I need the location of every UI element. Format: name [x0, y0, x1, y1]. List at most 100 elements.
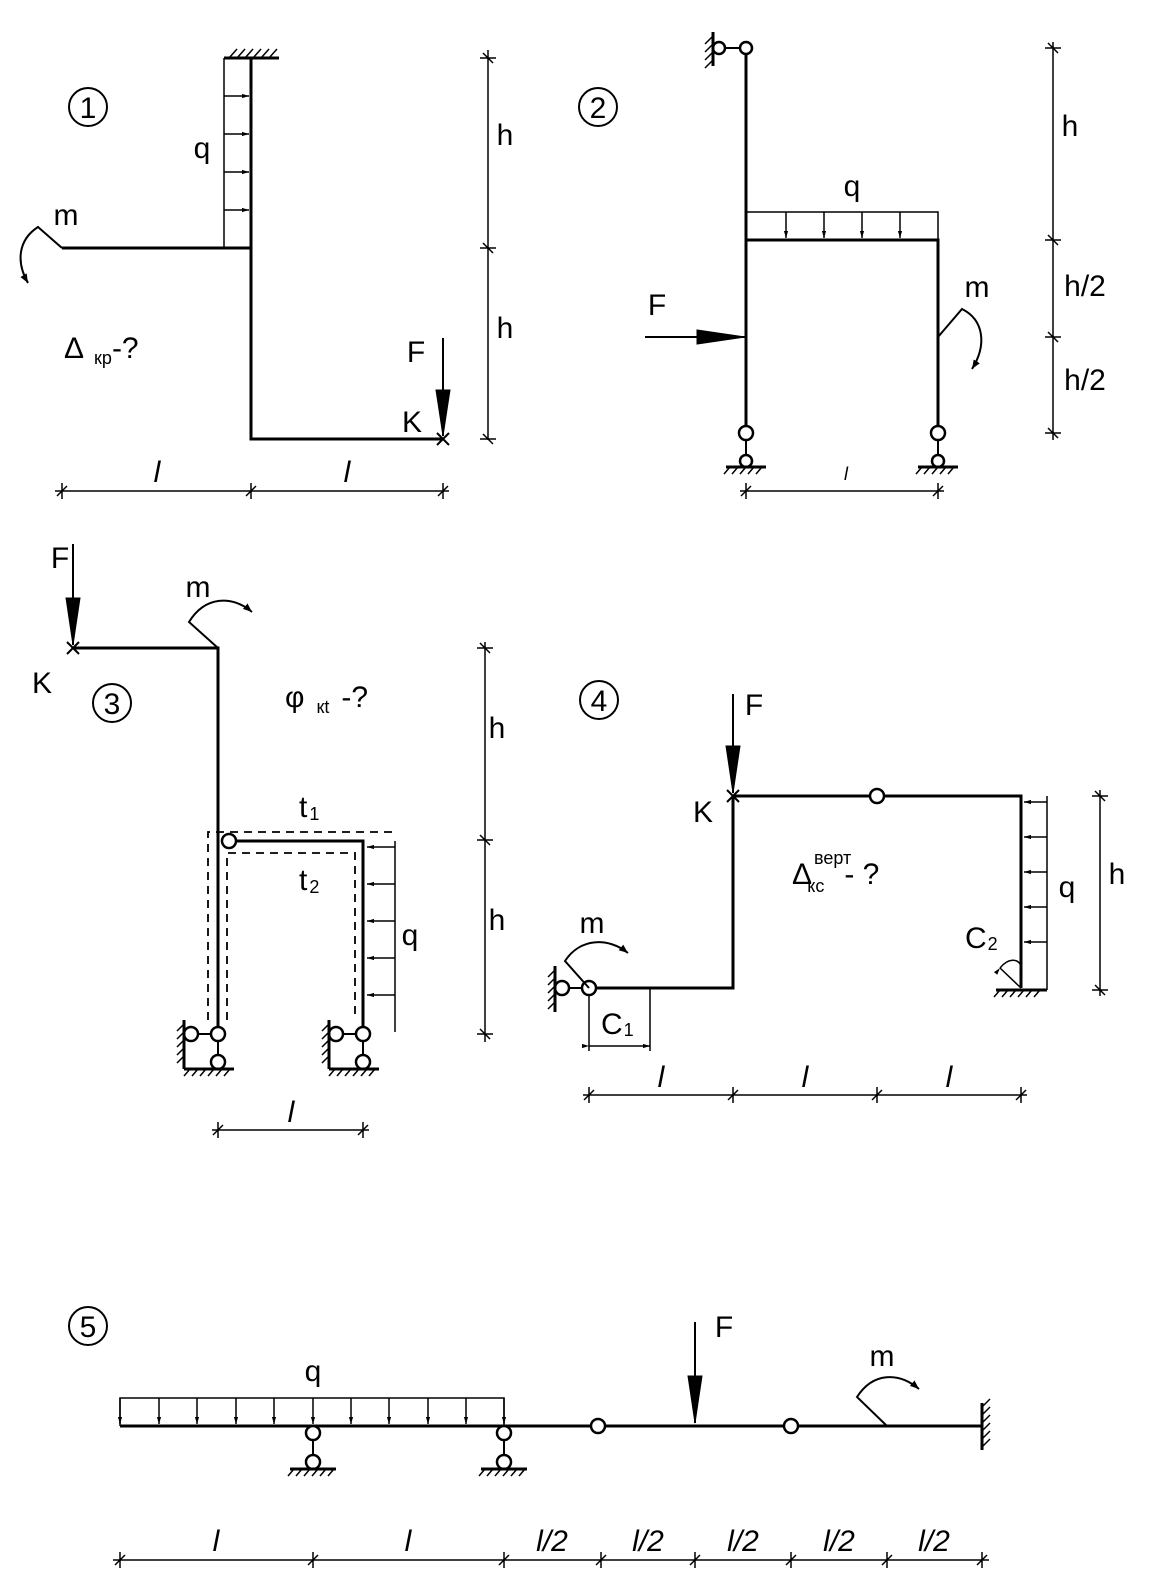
- scheme-2-force-arrowhead: [696, 329, 746, 345]
- scheme-5-force-arrowhead: [687, 1375, 703, 1424]
- scheme-4: 4 C1 m C2: [547, 680, 1126, 1103]
- scheme-3-left-frame: [73, 646, 220, 1027]
- scheme-1-m-label: m: [54, 199, 79, 232]
- scheme-2-vertical-ticks: [1045, 42, 1061, 439]
- scheme-4-l-label-3: l: [946, 1061, 954, 1094]
- scheme-5-l-half-label-5: l/2: [918, 1525, 950, 1558]
- scheme-5-hinge-2: [782, 1417, 800, 1435]
- scheme-3-number-circle: [92, 683, 132, 723]
- scheme-1-vertical-ticks: [480, 52, 496, 445]
- scheme-1-h-label-bottom: h: [497, 312, 514, 345]
- scheme-4-horizontal-ticks: [583, 1087, 1027, 1103]
- scheme-3-h-label-top: h: [489, 712, 506, 745]
- scheme-4-l-label-1: l: [658, 1061, 666, 1094]
- scheme-1-frame: [249, 58, 443, 441]
- scheme-4-c2-label: C2: [965, 922, 998, 955]
- scheme-3-temperature-line-inner: [226, 852, 356, 1020]
- scheme-4-K-label: K: [693, 796, 713, 829]
- scheme-5-l-half-label-2: l/2: [632, 1525, 664, 1558]
- scheme-3-K-label: K: [32, 667, 52, 700]
- scheme-1-K-label: K: [402, 406, 422, 439]
- scheme-1-number-circle: [68, 87, 108, 127]
- scheme-2-F-label: F: [648, 289, 666, 322]
- scheme-3-moment-arrow: [187, 599, 253, 649]
- scheme-5-q-label: q: [305, 1355, 322, 1388]
- scheme-4-q-label: q: [1059, 871, 1076, 904]
- scheme-1-moment-arrow: [19, 225, 63, 284]
- scheme-3-left-support: [176, 1020, 234, 1077]
- scheme-3: 3: [32, 542, 505, 1138]
- scheme-4-right-support-hatch: [993, 989, 1041, 998]
- scheme-2-h-half-label-bottom: h/2: [1064, 364, 1106, 397]
- scheme-2-q-label: q: [844, 170, 861, 203]
- scheme-1-number: 1: [80, 92, 97, 125]
- scheme-2-m-label: m: [965, 271, 990, 304]
- scheme-4-number-circle: [579, 680, 619, 720]
- scheme-3-force-arrowhead: [65, 597, 81, 646]
- scheme-2-h-half-label-top: h/2: [1064, 270, 1106, 303]
- scheme-3-vertical-ticks: [477, 642, 493, 1040]
- scheme-2-h-label: h: [1062, 110, 1079, 143]
- scheme-1-support-hatch: [228, 48, 278, 59]
- scheme-3-m-label: m: [186, 571, 211, 604]
- scheme-3-q-label: q: [402, 919, 419, 952]
- scheme-5-l-half-label-3: l/2: [727, 1525, 759, 1558]
- scheme-3-number: 3: [104, 688, 121, 721]
- scheme-1-l-label-right: l: [344, 456, 352, 489]
- scheme-5-l-half-label-4: l/2: [823, 1525, 855, 1558]
- scheme-1-F-label: F: [407, 336, 425, 369]
- scheme-2-beam-and-right-column: [746, 238, 940, 425]
- scheme-5-support-2: [478, 1424, 527, 1477]
- scheme-5-m-label: m: [870, 1340, 895, 1373]
- scheme-2: 2 q: [578, 32, 1106, 499]
- scheme-2-horizontal-ticks: [740, 483, 944, 499]
- scheme-2-number-circle: [578, 87, 618, 127]
- scheme-5-moment-arrow: [855, 1376, 920, 1427]
- scheme-2-load-arrows: [783, 212, 903, 238]
- scheme-4-frame: [589, 794, 1023, 990]
- scheme-2-load-edge: [746, 211, 939, 240]
- scheme-5-F-label: F: [715, 1311, 733, 1344]
- scheme-5-number: 5: [80, 1311, 97, 1344]
- scheme-5-hinge-1: [589, 1417, 607, 1435]
- scheme-2-top-wall-hatch: [704, 35, 714, 69]
- scheme-5-number-circle: [68, 1306, 108, 1346]
- scheme-4-c1-extension-lines: [588, 988, 651, 1051]
- scheme-2-moment-arrow: [937, 307, 983, 370]
- scheme-4-hinge: [868, 787, 886, 805]
- scheme-3-h-label-bottom: h: [489, 904, 506, 937]
- scheme-5-fixed-support-hatch: [981, 1398, 991, 1448]
- scheme-3-load-arrows: [367, 844, 395, 998]
- scheme-3-F-label: F: [51, 542, 69, 575]
- scheme-1-horizontal-ticks: [56, 483, 449, 499]
- scheme-4-vertical-ticks: [1092, 790, 1108, 996]
- scheme-4-c1-label: C1: [601, 1008, 634, 1041]
- scheme-5: 5: [68, 1306, 991, 1568]
- scheme-1-force-arrowhead: [435, 389, 451, 437]
- scheme-2-l-label: l: [844, 464, 849, 484]
- scheme-1-point-K: [436, 432, 450, 446]
- scheme-5-support-1: [287, 1424, 336, 1477]
- scheme-2-top-hinge: [738, 40, 754, 56]
- scheme-3-l-label: l: [288, 1096, 296, 1129]
- scheme-2-left-support: [723, 424, 766, 475]
- scheme-3-temperature-line-outer: [207, 831, 395, 1020]
- scheme-1-load-arrows: [224, 93, 249, 213]
- scheme-3-horizontal-ticks: [212, 1122, 369, 1138]
- scheme-4-m-label: m: [580, 907, 605, 940]
- scheme-3-right-frame: [229, 839, 365, 1027]
- scheme-5-horizontal-ticks: [114, 1552, 988, 1568]
- scheme-4-l-label-2: l: [802, 1061, 810, 1094]
- scheme-4-point-K: [726, 789, 740, 803]
- scheme-3-hinge: [220, 832, 238, 850]
- scheme-5-l-half-label-1: l/2: [536, 1525, 568, 1558]
- scheme-1-h-label-top: h: [497, 119, 514, 152]
- scheme-4-h-label: h: [1109, 858, 1126, 891]
